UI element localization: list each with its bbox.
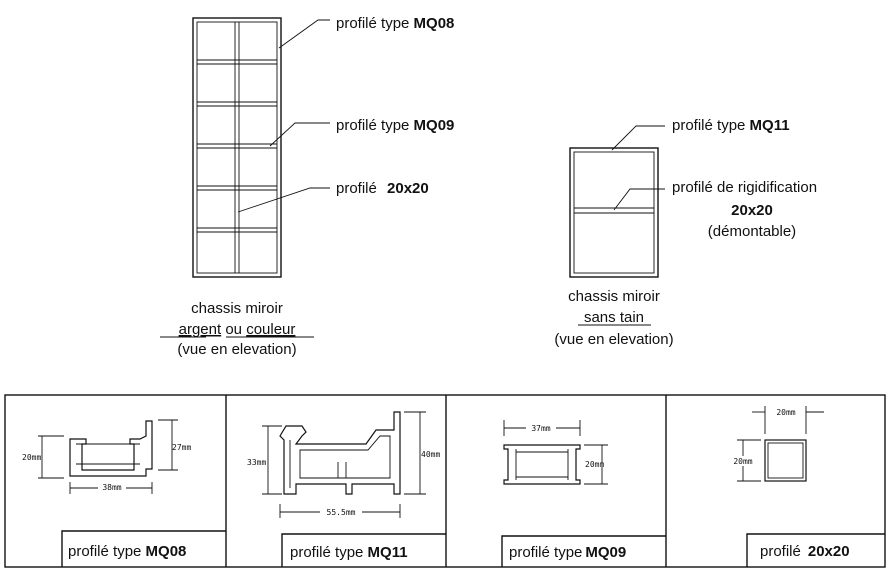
dim-mq09-width: 37mm (531, 424, 550, 433)
left-caption-line1: chassis miroir (191, 300, 283, 317)
callout-mq11: profilé type MQ11 (672, 117, 790, 134)
left-elevation: profilé type MQ08 profilé type MQ09 prof… (160, 15, 454, 358)
section-title-mq11: profilé type MQ11 (290, 544, 408, 561)
left-grid (197, 22, 277, 273)
right-frame-outer (569, 147, 659, 278)
left-frame-inner (196, 21, 278, 274)
left-frame-outer (192, 17, 282, 278)
leader-mq09 (269, 122, 330, 147)
section-mq11: 33mm 40mm 55.5mm profilé type MQ11 (247, 411, 446, 567)
right-elevation: profilé type MQ11 profilé de rigidificat… (554, 117, 817, 348)
right-caption-line1: chassis miroir (568, 288, 660, 305)
section-mq08: 20mm 27mm 38mm profilé type MQ08 (22, 419, 226, 567)
dim-mq09-height: 20mm (585, 460, 604, 469)
left-caption-line2: argent ou couleur (179, 321, 296, 338)
dim-mq08-width: 38mm (102, 483, 121, 492)
right-caption-line3: (vue en elevation) (554, 331, 673, 348)
dim-mq08-overall: 27mm (172, 443, 191, 452)
right-frame-inner (573, 151, 655, 274)
callout-rigidification: profilé de rigidification (672, 179, 817, 196)
callout-rigidification-note: (démontable) (708, 223, 796, 240)
right-caption-line2: sans tain (584, 309, 644, 326)
dim-20x20-height: 20mm (733, 457, 752, 466)
callout-mq08: profilé type MQ08 (336, 15, 454, 32)
dim-mq11-overall: 40mm (421, 450, 440, 459)
dim-mq11-height: 33mm (247, 458, 266, 467)
leader-mq08 (278, 19, 330, 49)
callout-rigidification-code: 20x20 (731, 202, 773, 219)
leader-rigidification (613, 188, 665, 211)
leader-20x20 (237, 187, 330, 213)
dim-mq08-height: 20mm (22, 453, 41, 462)
section-panels (4, 394, 886, 568)
section-title-mq08: profilé type MQ08 (68, 543, 186, 560)
section-panels-border (4, 394, 886, 568)
leader-mq11 (611, 125, 665, 151)
dim-mq11-width: 55.5mm (327, 508, 356, 517)
dim-20x20-width: 20mm (776, 408, 795, 417)
profile-mq08-shape (69, 420, 153, 477)
profile-20x20-shape (764, 439, 807, 482)
callout-mq09: profilé type MQ09 (336, 117, 454, 134)
callout-20x20: profilé 20x20 (336, 180, 429, 197)
left-caption-line3: (vue en elevation) (177, 341, 296, 358)
profile-mq09-shape (503, 444, 581, 485)
profile-mq11-shape (279, 411, 401, 495)
